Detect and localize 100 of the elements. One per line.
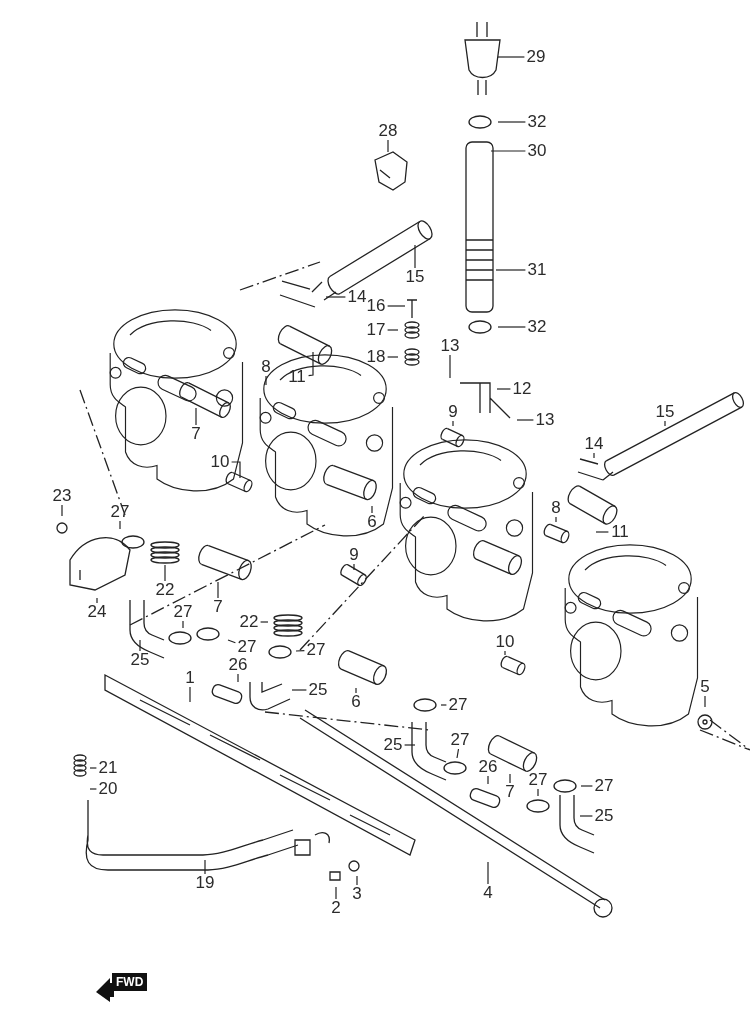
leader-line (61, 504, 63, 517)
leader-line (89, 767, 97, 769)
leader-line (195, 407, 197, 426)
leader-line (595, 531, 609, 533)
leader-line (237, 673, 239, 683)
leader-line (449, 354, 451, 379)
leader-line (487, 861, 489, 885)
callout-number: 7 (191, 425, 201, 443)
callout-number: 25 (594, 807, 614, 825)
leader-line (504, 650, 506, 656)
leader-line (139, 639, 141, 652)
leader-line (89, 788, 97, 790)
callout-number: 8 (261, 358, 271, 376)
callout-number: 11 (288, 368, 306, 386)
leader-line (260, 621, 269, 623)
callout-number: 26 (478, 758, 498, 776)
callout-number: 14 (584, 435, 604, 453)
leader-line (325, 296, 346, 298)
callout-number: 23 (52, 487, 72, 505)
leader-line (335, 886, 337, 900)
callout-number: 3 (352, 885, 362, 903)
callout-number: 27 (173, 603, 193, 621)
callout-number: 2 (331, 899, 341, 917)
leader-line (487, 775, 489, 785)
callout-number: 27 (237, 638, 257, 656)
leader-line (387, 305, 406, 307)
leader-line (495, 269, 526, 271)
leader-line (96, 597, 98, 604)
callout-number: 19 (195, 874, 215, 892)
leader-line (308, 351, 314, 377)
leader-line (217, 581, 219, 599)
leader-line (593, 452, 595, 459)
leader-line (440, 704, 447, 706)
direction-label: FWD (112, 973, 148, 991)
callout-number: 25 (383, 736, 403, 754)
callout-number: 26 (228, 656, 248, 674)
callout-number: 27 (306, 641, 326, 659)
callout-number: 9 (448, 403, 458, 421)
callout-number: 31 (527, 261, 547, 279)
leader-line (580, 785, 593, 787)
callout-number: 16 (366, 297, 386, 315)
callout-number: 25 (130, 651, 150, 669)
callout-number: 10 (495, 633, 515, 651)
leader-line (404, 744, 416, 746)
callout-number: 4 (483, 884, 493, 902)
leader-line (356, 875, 358, 886)
leader-line (509, 773, 511, 784)
leader-line (387, 356, 399, 358)
callout-number: 28 (378, 122, 398, 140)
leader-line (182, 620, 184, 629)
callout-number: 25 (308, 681, 328, 699)
leader-line (704, 695, 706, 708)
callout-number: 6 (367, 513, 377, 531)
callout-number: 10 (210, 453, 230, 471)
callout-number: 27 (448, 696, 468, 714)
callout-number: 32 (527, 113, 547, 131)
callout-number: 5 (700, 678, 710, 696)
leader-line (189, 686, 191, 703)
leader-line (371, 505, 373, 514)
leader-line (497, 121, 526, 123)
leader-line (516, 419, 534, 421)
leader-line (164, 564, 166, 582)
leader-line (387, 329, 399, 331)
callout-number: 11 (611, 523, 629, 541)
callout-number: 27 (110, 503, 130, 521)
callout-number: 13 (440, 337, 460, 355)
callout-number: 24 (87, 603, 107, 621)
leader-line (452, 420, 454, 427)
leader-line (119, 520, 121, 530)
callout-number: 15 (405, 268, 425, 286)
callout-number: 21 (98, 759, 118, 777)
callout-number: 29 (526, 48, 546, 66)
leader-line (227, 639, 236, 644)
leader-line (579, 815, 593, 817)
callout-number: 13 (535, 411, 555, 429)
callout-number: 12 (512, 380, 532, 398)
callout-number: 1 (185, 669, 195, 687)
leader-line (355, 687, 357, 694)
leader-line (295, 650, 305, 652)
leader-line (291, 689, 307, 691)
callout-number: 7 (505, 783, 515, 801)
leader-line (231, 461, 241, 479)
leader-line (265, 375, 267, 386)
leader-line (664, 420, 666, 427)
leader-line (555, 516, 557, 523)
callout-number: 17 (366, 321, 386, 339)
callout-number: 27 (450, 731, 470, 749)
callout-number: 6 (351, 693, 361, 711)
leader-line (414, 244, 416, 269)
callout-number: 18 (366, 348, 386, 366)
leader-line (537, 788, 539, 797)
leader-line (497, 56, 525, 58)
callout-number: 15 (655, 403, 675, 421)
callout-number: 20 (98, 780, 118, 798)
callout-number: 32 (527, 318, 547, 336)
leader-line (353, 563, 355, 571)
leader-line (204, 859, 206, 875)
leader-line (456, 748, 460, 759)
callout-number: 27 (528, 771, 548, 789)
leader-line (387, 139, 389, 153)
